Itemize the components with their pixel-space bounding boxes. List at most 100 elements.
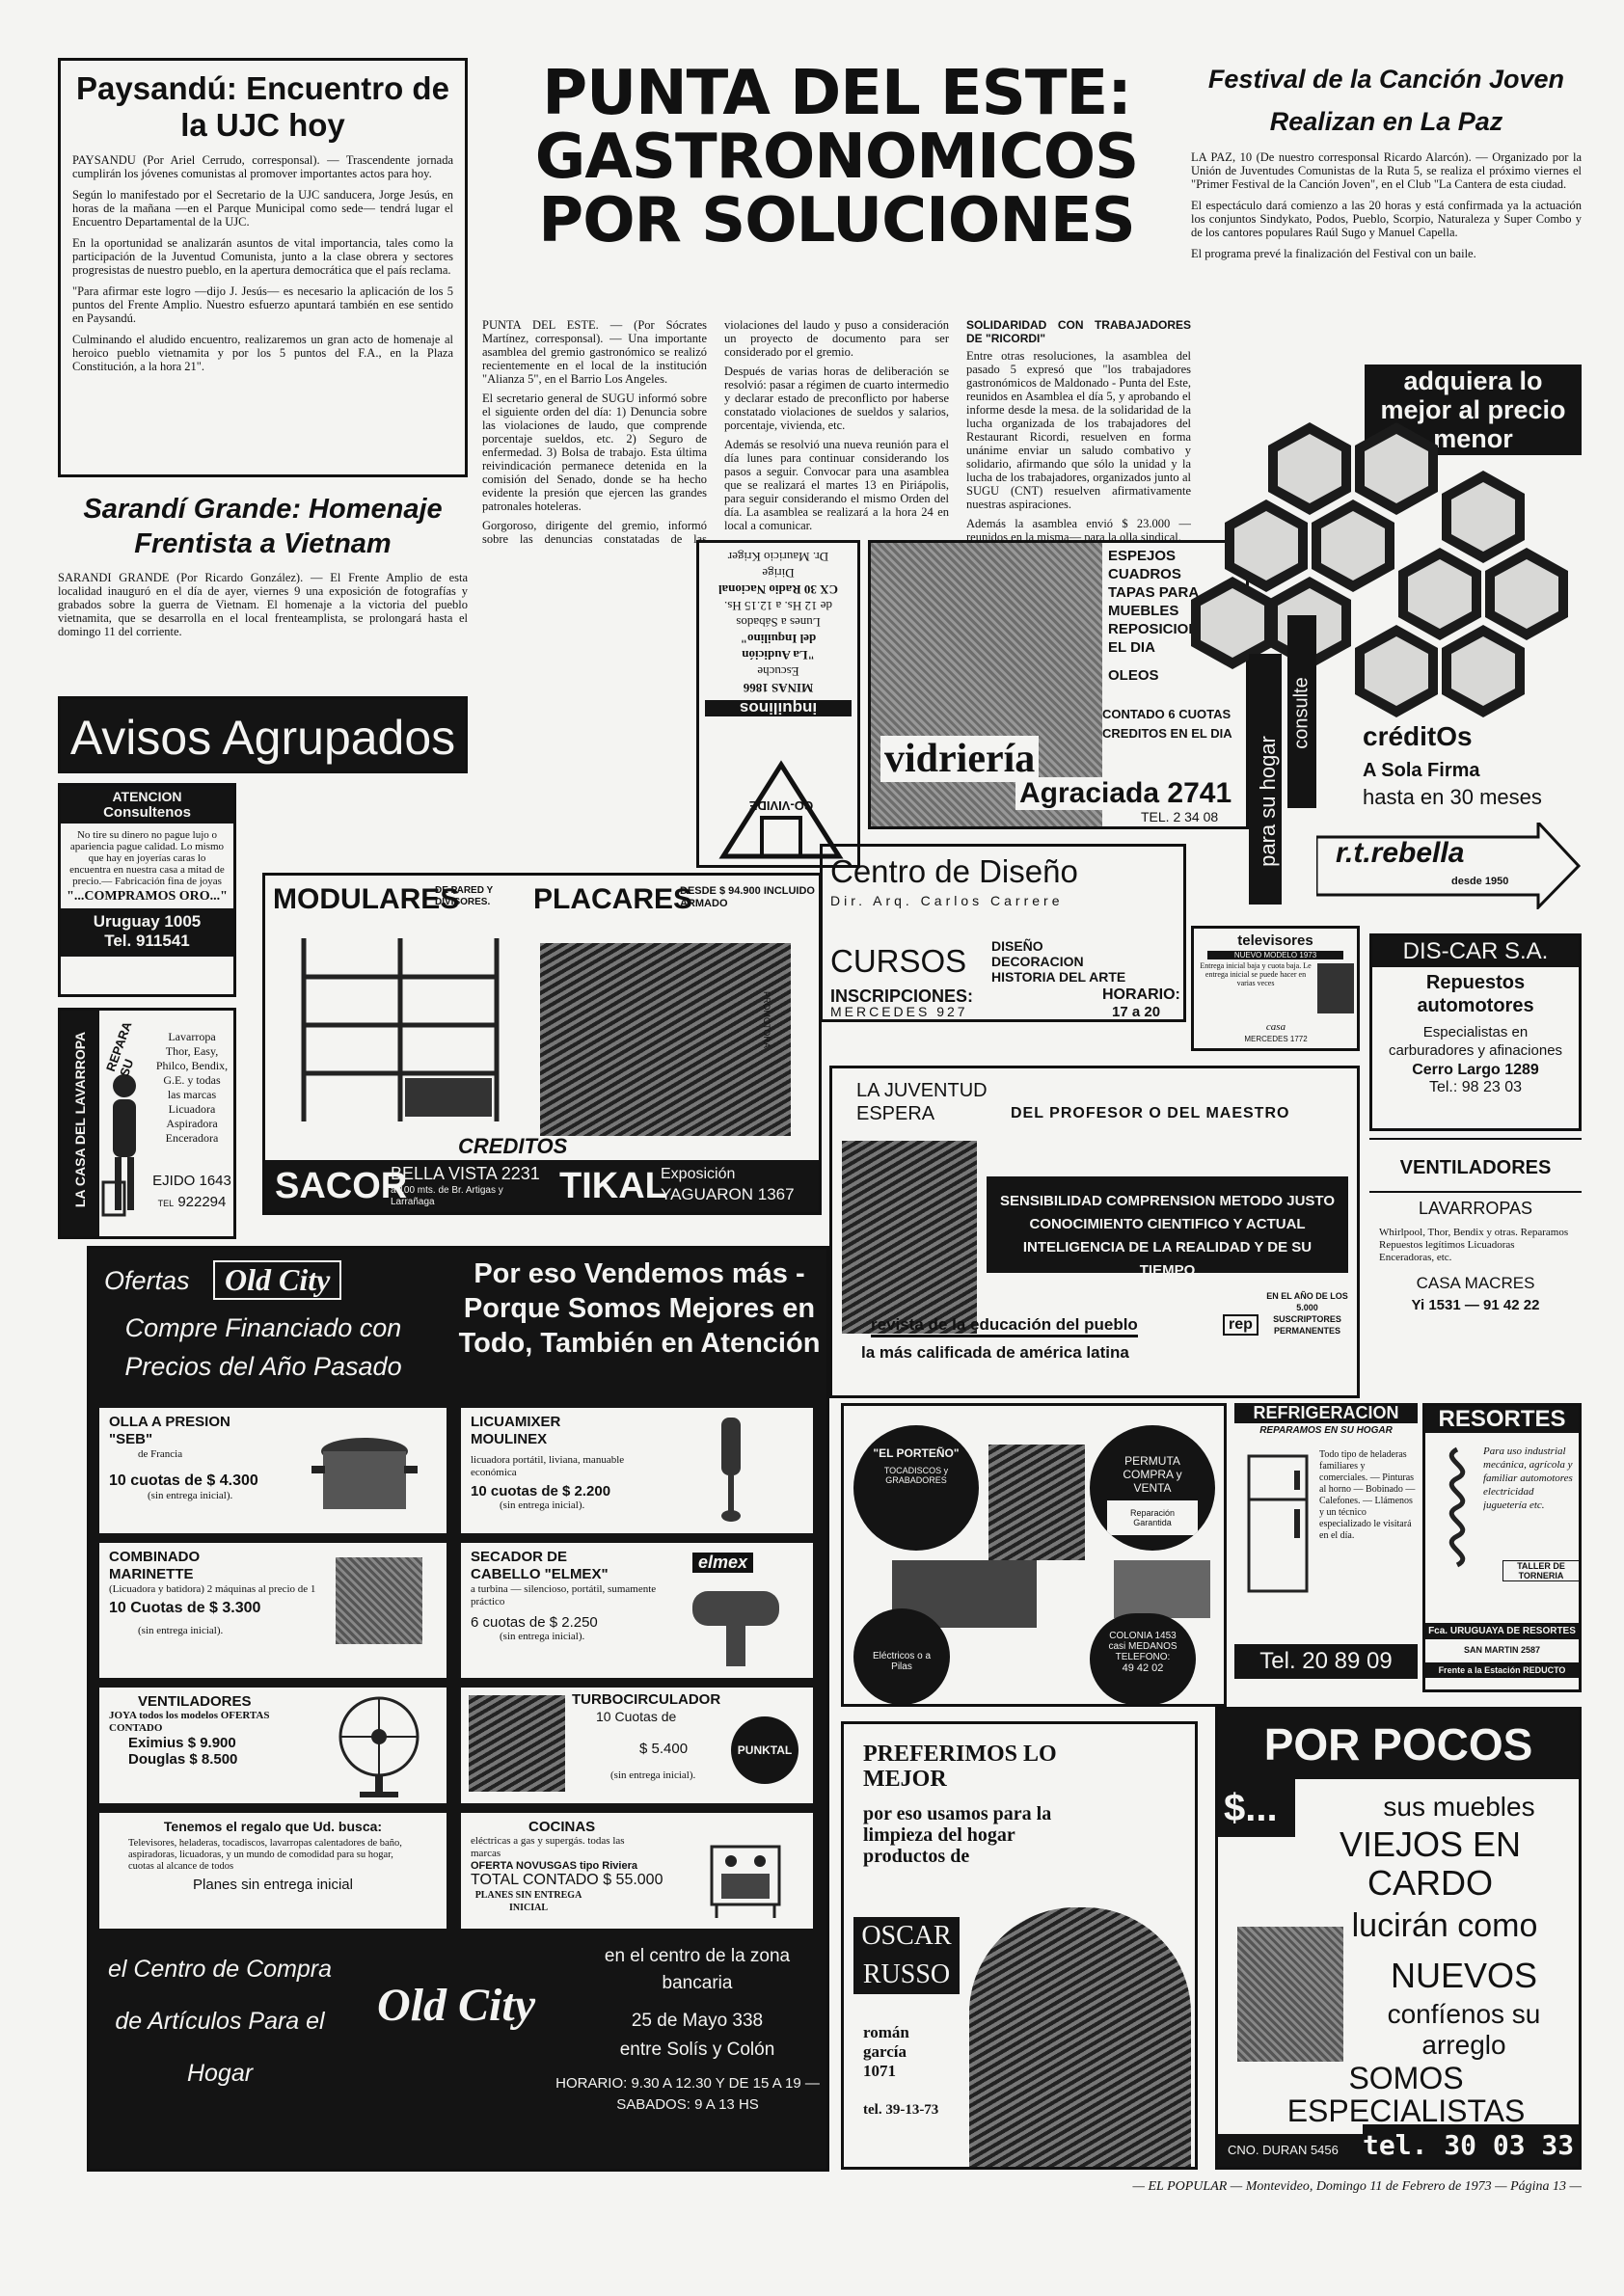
cocinas-planes: PLANES SIN ENTREGA INICIAL	[474, 1890, 582, 1913]
porteno-circle: "EL PORTEÑO" TOCADISCOS y GRABADORES	[853, 1425, 979, 1551]
televisores-tag: NUEVO MODELO 1973	[1207, 951, 1343, 959]
festival-article: Festival de la Canción Joven Realizan en…	[1191, 58, 1582, 395]
lavarropa-item: las marcas	[167, 1088, 217, 1101]
punktal-logo: PUNKTAL	[731, 1716, 798, 1784]
turbo-fan-image	[469, 1695, 565, 1792]
russo-address: román garcía 1071	[863, 2023, 909, 2080]
rebella-since: desde 1950	[1451, 876, 1509, 887]
porteno-address: COLONIA 1453 casi MEDANOS	[1108, 1631, 1177, 1652]
disenio-course: HISTORIA DEL ARTE	[991, 969, 1126, 985]
porpocos-line5: confíenos su arreglo	[1387, 1999, 1541, 2060]
porteno-title: "EL PORTEÑO"	[873, 1446, 960, 1460]
rebella-arrow	[1316, 823, 1582, 909]
porteno-phone-label: TELEFONO:	[1115, 1652, 1171, 1662]
vidrieria-item: CUADROS	[1108, 566, 1181, 582]
product-price: 10 Cuotas de $ 3.300	[109, 1600, 261, 1616]
product-card: LICUAMIXER MOULINEX licuadora portátil, …	[461, 1408, 813, 1533]
product-sub: JOYA todos los modelos OFERTAS CONTADO	[109, 1710, 270, 1734]
rebella-vertical-strip2: consulte	[1287, 615, 1316, 808]
vidrieria-item: ESPEJOS	[1108, 548, 1177, 564]
product-name: TURBOCIRCULADOR	[572, 1691, 721, 1708]
vidrieria-name: vidriería	[880, 736, 1040, 782]
teacher-portrait-image	[842, 1141, 977, 1334]
macres-title: VENTILADORES	[1369, 1138, 1582, 1179]
tikal-logo: TIKAL	[559, 1166, 667, 1206]
sacor-logo: SACOR	[275, 1166, 408, 1206]
refrigerator-icon	[1247, 1454, 1309, 1593]
atencion-buy: "...COMPRAMOS ORO..."	[67, 889, 228, 904]
televisores-ad: televisores NUEVO MODELO 1973 Entrega in…	[1191, 926, 1360, 1051]
refrigeracion-title: REFRIGERACION	[1234, 1403, 1418, 1423]
oldcity-slogan: Por eso Vendemos más - Porque Somos Mejo…	[458, 1258, 821, 1359]
regalo-card: Tenemos el regalo que Ud. busca: Televis…	[99, 1813, 447, 1929]
porpocos-line1: sus muebles	[1383, 1792, 1535, 1822]
product-hexagon	[1355, 625, 1438, 717]
paysandu-headline: Paysandú: Encuentro de la UJC hoy	[76, 70, 449, 143]
modulares-title: MODULARES	[273, 883, 460, 915]
discar-ad: DIS-CAR S.A. Repuestos automotores Espec…	[1369, 933, 1582, 1131]
discar-text: Especialistas en carburadores y afinacio…	[1388, 1024, 1563, 1059]
shelving-unit-icon	[301, 938, 500, 1121]
lavarropa-phone: 922294	[177, 1194, 227, 1210]
russo-ad: PREFERIMOS LO MEJOR por eso usamos para …	[841, 1721, 1198, 2170]
product-hexagon	[1442, 471, 1525, 563]
regalo-planes: Planes sin entrega inicial	[193, 1877, 353, 1893]
oldcity-entre: entre Solís y Colón	[619, 2039, 775, 2060]
sarandi-paragraph: SARANDI GRANDE (Por Ricardo González). —…	[58, 571, 468, 638]
product-card: SECADOR DE CABELLO "ELMEX" a turbina — s…	[461, 1543, 813, 1678]
discar-phone: Tel.: 98 23 03	[1428, 1079, 1523, 1095]
rebella-meses: hasta en 30 meses	[1363, 785, 1542, 809]
product-sub: 10 Cuotas de	[596, 1709, 677, 1724]
vidrieria-street: Agraciada 2741	[1015, 777, 1236, 810]
hair-dryer-icon	[692, 1591, 779, 1666]
lavarropa-item: Enceradora	[165, 1131, 219, 1145]
lavarropa-item: Aspiradora	[166, 1117, 218, 1130]
discar-title: DIS-CAR S.A.	[1372, 936, 1579, 967]
atencion-title: ATENCION	[61, 786, 233, 804]
vidrieria-item: TAPAS PARA	[1108, 584, 1200, 601]
product-name: SECADOR DE CABELLO "ELMEX"	[471, 1549, 609, 1582]
inquilinos-text-flipped: inquilinos MINAS 1866 Escuche "La Audici…	[699, 543, 857, 722]
cocinas-sub: eléctricas a gas y supergás. todas las m…	[471, 1835, 625, 1859]
resortes-address: SAN MARTIN 2587	[1463, 1645, 1541, 1655]
festival-paragraph: El espectáculo dará comienzo a las 20 ho…	[1191, 199, 1582, 239]
porpocos-line6: SOMOS ESPECIALISTAS	[1286, 2062, 1526, 2127]
oldcity-address: 25 de Mayo 338	[631, 2011, 764, 2031]
atencion-address: Uruguay 1005	[61, 908, 233, 932]
porpocos-line2: VIEJOS EN CARDO	[1339, 1825, 1522, 1903]
juventud-ad: LA JUVENTUD ESPERA DEL PROFESOR O DEL MA…	[829, 1066, 1360, 1398]
product-card: COMBINADO MARINETTE (Licuadora y batidor…	[99, 1543, 447, 1678]
russo-brand: OSCAR RUSSO	[853, 1917, 960, 1994]
main-headline: PUNTA DEL ESTE: GASTRONOMICOS POR SOLUCI…	[534, 58, 1139, 257]
refrigeracion-phone: Tel. 20 89 09	[1234, 1644, 1418, 1679]
juventud-calificada: la más calificada de américa latina	[861, 1343, 1129, 1362]
rebella-vertical-text: para su hogar	[1256, 736, 1280, 867]
inquilinos-line: Lunes a Sábados	[736, 615, 821, 630]
paysandu-paragraph: En la oportunidad se analizarán asuntos …	[72, 236, 453, 277]
main-article: PUNTA DEL ESTE: GASTRONOMICOS POR SOLUCI…	[482, 58, 1191, 858]
main-paragraph: Entre otras resoluciones, la asamblea de…	[966, 349, 1191, 511]
juventud-logo: rep	[1223, 1314, 1259, 1336]
electricos-circle: Eléctricos o a Pilas	[853, 1608, 950, 1704]
atencion-subtitle: Consultenos	[61, 804, 233, 824]
disenio-address: MERCEDES 927	[830, 1004, 968, 1019]
festival-paragraph: El programa prevé la finalización del Fe…	[1191, 247, 1476, 260]
covivide-logo-text: CO-VIVIDE	[748, 798, 814, 813]
lavarropa-item: Lavarropa	[168, 1030, 216, 1043]
oldcity-tagline: Compre Financiado con Precios del Año Pa…	[124, 1313, 402, 1381]
pressure-cooker-icon	[311, 1438, 418, 1509]
product-note: (sin entrega inicial).	[500, 1631, 585, 1642]
product-note: Douglas $ 8.500	[128, 1751, 238, 1768]
refrigeracion-sub: REPARAMOS EN SU HOGAR	[1259, 1425, 1393, 1436]
macres-text: Whirlpool, Thor, Bendix y otras. Reparam…	[1379, 1227, 1569, 1263]
porteno-phone: 49 42 02	[1122, 1662, 1164, 1674]
sacor-address: BELLA VISTA 2231	[391, 1164, 540, 1183]
product-note: (sin entrega inicial).	[610, 1769, 696, 1781]
lavarropa-ad: LA CASA DEL LAVARROPA REPARA SU Lavarrop…	[58, 1008, 236, 1239]
lavarropa-item: Licuadora	[168, 1102, 216, 1116]
juventud-title2: ESPERA	[856, 1103, 935, 1124]
disenio-courses: DISEÑO DECORACION HISTORIA DEL ARTE	[991, 938, 1125, 985]
disenio-cursos: CURSOS	[830, 943, 967, 979]
product-name: COMBINADO MARINETTE	[109, 1549, 201, 1582]
product-hexagon	[1225, 500, 1308, 592]
